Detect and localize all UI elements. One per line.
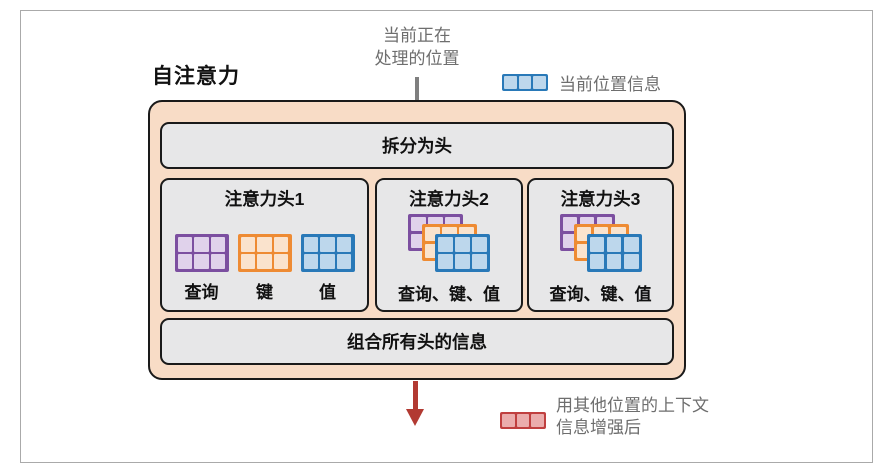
qkv-stack (408, 214, 490, 272)
legend-current-position: 当前位置信息 (502, 70, 661, 95)
attention-head-3: 注意力头3 查询、键、值 (527, 178, 674, 312)
legend-enhanced-line1: 用其他位置的上下文 (556, 396, 709, 415)
top-annotation-line1: 当前正在 (383, 26, 451, 45)
enhanced-cells-icon (500, 412, 546, 429)
legend-enhanced-line2: 信息增强后 (556, 418, 641, 437)
legend-current-label: 当前位置信息 (559, 75, 661, 94)
arrow-head (406, 409, 424, 426)
current-position-cells-icon (502, 74, 548, 91)
attention-head-2-title: 注意力头2 (409, 189, 489, 209)
value-matrix-icon (300, 234, 355, 272)
legend-enhanced-text: 用其他位置的上下文 信息增强后 (556, 395, 709, 439)
combine-heads-label: 组合所有头的信息 (347, 332, 487, 352)
qkv-row: 查询 键 值 (174, 234, 355, 303)
arrow-shaft (415, 77, 419, 107)
attention-head-2-qkv-label: 查询、键、值 (398, 285, 500, 304)
arrow-shaft (413, 381, 418, 409)
value-column: 值 (300, 234, 355, 303)
split-into-heads-box: 拆分为头 (160, 122, 674, 169)
value-matrix-icon (586, 234, 642, 272)
diagram-title: 自注意力 (152, 65, 240, 88)
attention-head-1-title: 注意力头1 (224, 189, 305, 209)
top-annotation-line2: 处理的位置 (374, 49, 460, 68)
key-matrix-icon (237, 234, 292, 272)
legend-enhanced (500, 412, 546, 429)
qkv-stack (559, 214, 642, 272)
top-annotation: 当前正在 处理的位置 (335, 24, 499, 70)
attention-head-1: 注意力头1 查询 键 值 (160, 178, 369, 312)
query-matrix-icon (174, 234, 229, 272)
combine-heads-box: 组合所有头的信息 (160, 318, 674, 365)
key-label: 键 (256, 283, 273, 302)
attention-head-2: 注意力头2 查询、键、值 (375, 178, 523, 312)
query-label: 查询 (184, 283, 219, 302)
split-into-heads-label: 拆分为头 (382, 136, 452, 156)
key-column: 键 (237, 234, 292, 303)
output-arrow-icon (406, 381, 425, 426)
query-column: 查询 (174, 234, 229, 303)
value-matrix-icon (435, 234, 490, 272)
attention-head-3-title: 注意力头3 (560, 189, 641, 209)
value-label: 值 (319, 283, 336, 302)
attention-head-3-qkv-label: 查询、键、值 (549, 285, 652, 304)
